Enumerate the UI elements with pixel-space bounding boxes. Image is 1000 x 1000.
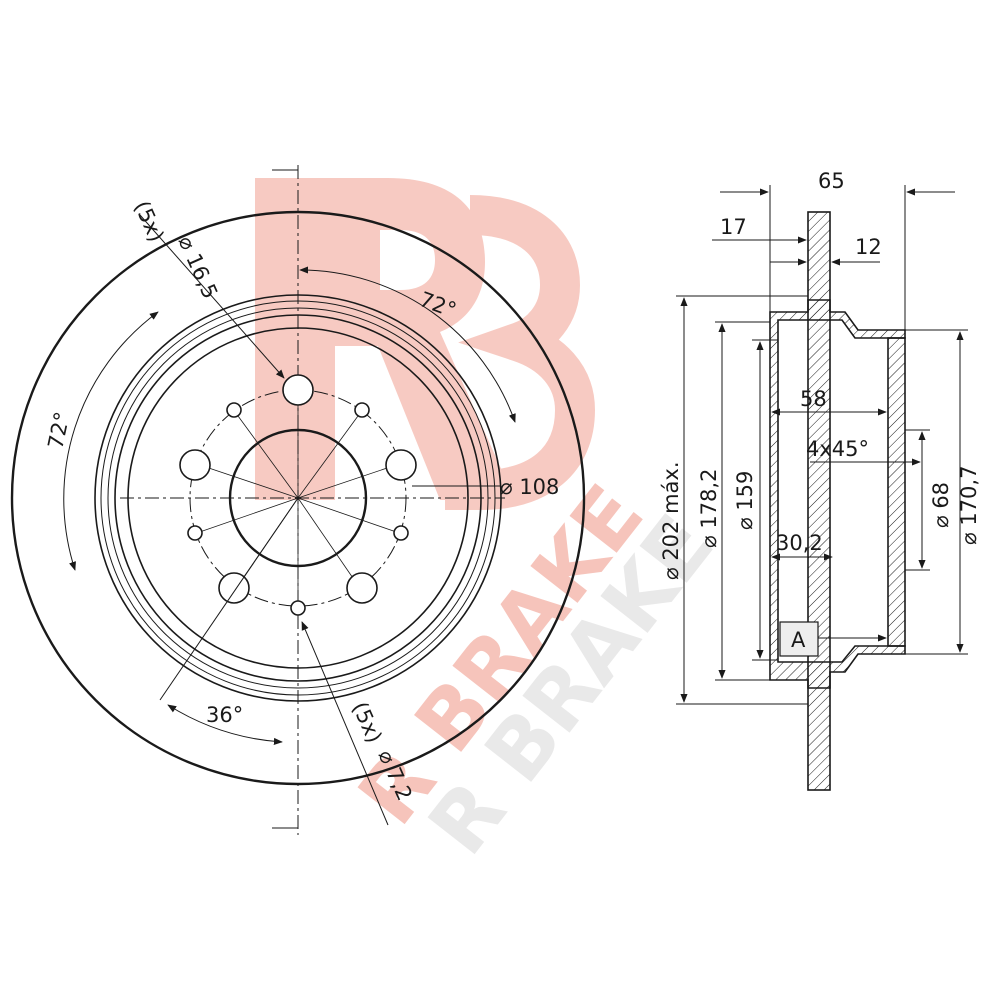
label-dim-12: 12 xyxy=(855,235,882,259)
label-dim-58: 58 xyxy=(800,387,827,411)
angle-arc-bottom xyxy=(167,704,283,746)
small-hole xyxy=(290,600,306,616)
wheel-bolt-hole xyxy=(218,572,250,604)
angle-ray-bottom xyxy=(159,497,299,701)
label-big-holes-diameter: ⌀ 16,5 xyxy=(173,232,222,302)
wheel-bolt-hole xyxy=(179,449,211,481)
label-dim-17: 17 xyxy=(720,215,747,239)
datum-box xyxy=(779,621,819,657)
label-big-holes-count: (5x) xyxy=(129,197,168,245)
leader-big-holes xyxy=(139,214,285,379)
label-diam-170-7: ⌀ 170,7 xyxy=(957,466,981,545)
leader-small-holes xyxy=(301,621,389,826)
label-dim-65: 65 xyxy=(818,169,845,193)
small-hole xyxy=(226,402,242,418)
small-hole xyxy=(393,525,409,541)
label-pcd: ⌀ 108 xyxy=(500,475,559,499)
label-chamfer: 4x45° xyxy=(806,437,869,461)
label-dim-30-2: 30,2 xyxy=(776,531,823,555)
hat-flange-face xyxy=(887,337,906,647)
label-diam-159: ⌀ 159 xyxy=(733,471,757,530)
angle-arc-top xyxy=(299,266,516,423)
hat-wall-top xyxy=(769,299,906,689)
wheel-bolt-hole xyxy=(282,374,314,406)
label-diam-178-2: ⌀ 178,2 xyxy=(697,469,721,548)
small-hole xyxy=(354,402,370,418)
friction-plate-section xyxy=(807,211,831,791)
disc-outer-edge xyxy=(10,210,586,786)
angle-arc-left xyxy=(63,311,159,571)
wheel-bolt-hole xyxy=(346,572,378,604)
section-view: 65 17 12 58 4x45° 30,2 ⌀ 202 máx. ⌀ 178,… xyxy=(659,169,981,791)
label-diam-68: ⌀ 68 xyxy=(929,482,953,528)
label-diam-202: ⌀ 202 máx. xyxy=(659,461,683,580)
label-angle-bottom: 36° xyxy=(206,703,243,727)
label-small-holes-count: (5x) xyxy=(347,698,386,746)
small-hole xyxy=(187,525,203,541)
label-datum: A xyxy=(791,628,806,652)
wheel-bolt-hole xyxy=(385,449,417,481)
